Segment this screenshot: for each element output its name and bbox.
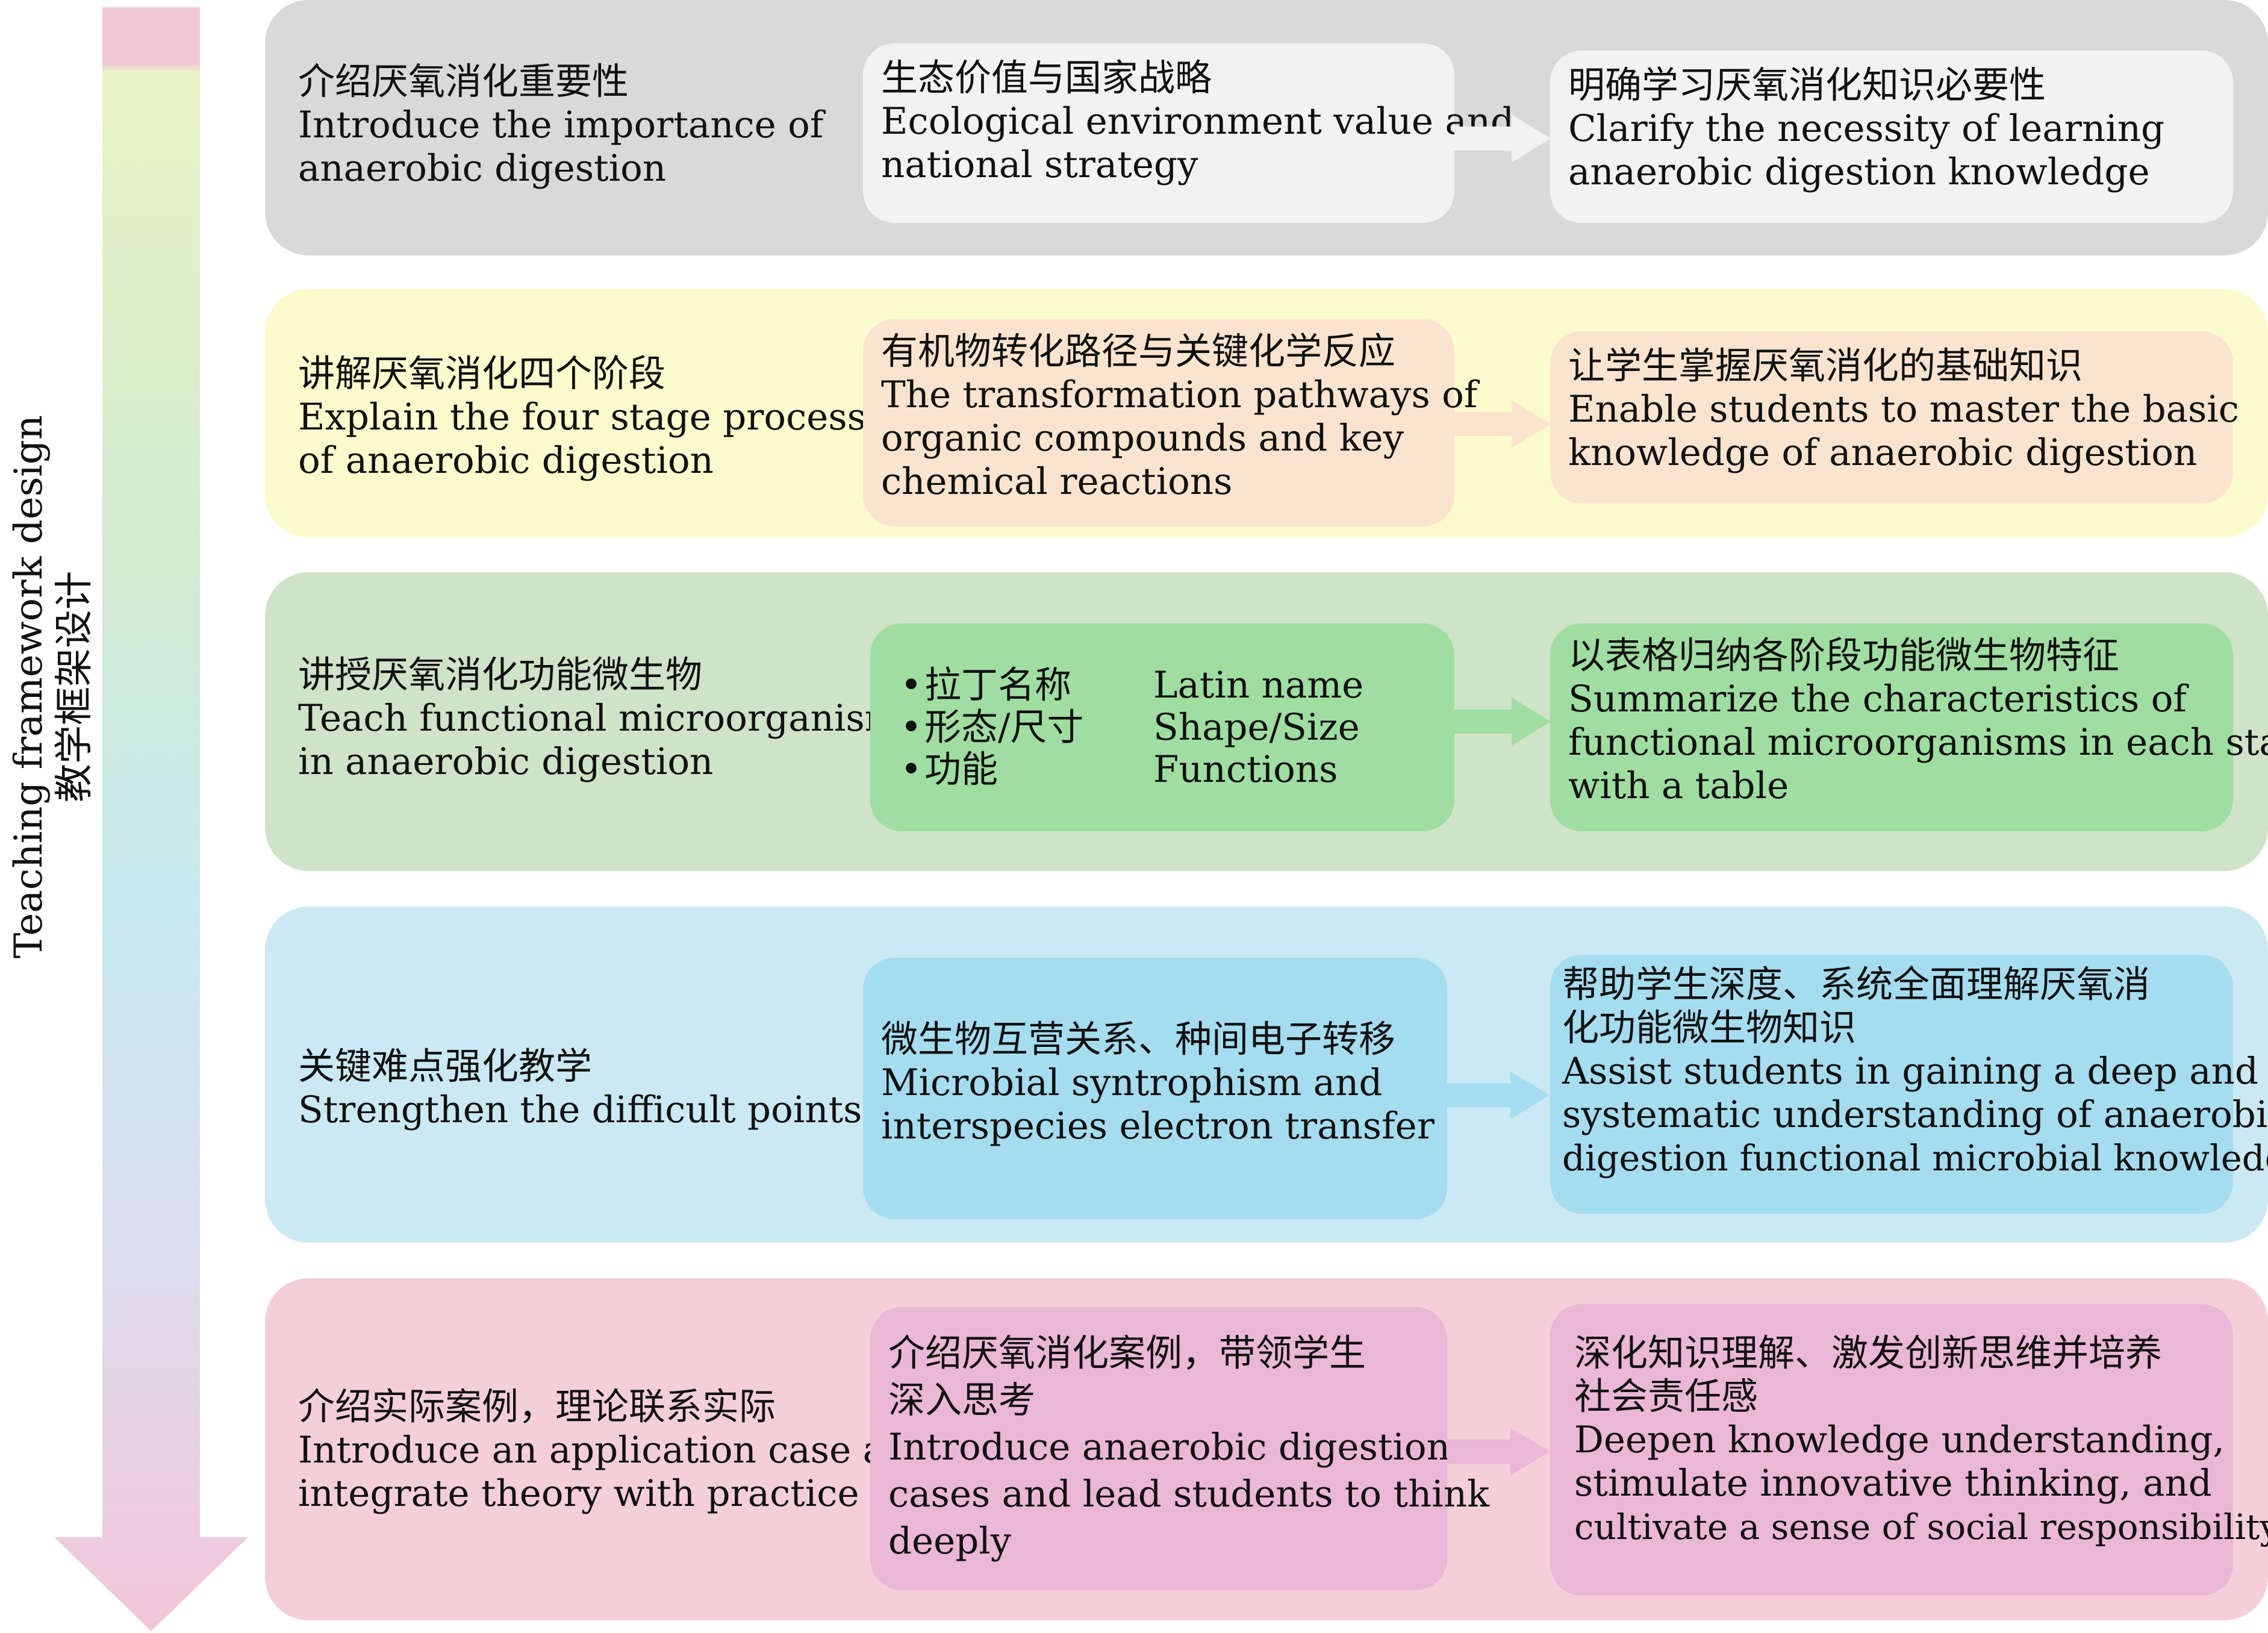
stage-3-label-en1: Teach functional microorganisms: [298, 697, 918, 740]
stage-5-content-en3: deeply: [888, 1520, 1012, 1563]
stage-2-label-en2: of anaerobic digestion: [298, 439, 714, 482]
stage-1-goal-box: 明确学习厌氧消化知识必要性 Clarify the necessity of l…: [1550, 51, 2233, 223]
stage-5-goal-en3: cultivate a sense of social responsibili…: [1574, 1507, 2268, 1547]
stage-1-content-box: 生态价值与国家战略 Ecological environment value a…: [863, 43, 1515, 223]
stage-3-content-box: • 拉丁名称 Latin name • 形态/尺寸 Shape/Size • 功…: [870, 623, 1454, 831]
stage-4-content-en1: Microbial syntrophism and: [881, 1061, 1383, 1104]
stage-4-goal-en3: digestion functional microbial knowledge: [1562, 1137, 2268, 1179]
stage-5-arrow-icon: [1447, 1428, 1550, 1476]
bullet-icon: •: [900, 706, 922, 749]
arrow-shape: [54, 7, 248, 1631]
stage-5-goal-en2: stimulate innovative thinking, and: [1574, 1462, 2212, 1505]
stage-4-label-en1: Strengthen the difficult points: [298, 1088, 862, 1131]
framework-label-en: Teaching framework design: [7, 414, 51, 959]
stage-3-goal-box: 以表格归纳各阶段功能微生物特征 Summarize the characteri…: [1550, 623, 2268, 831]
stage-2-content-zh: 有机物转化路径与关键化学反应: [881, 330, 1396, 373]
stage-5-content-zh1: 介绍厌氧消化案例，带领学生: [888, 1332, 1366, 1375]
stage-3-label-en2: in anaerobic digestion: [298, 740, 714, 783]
stage-4-label: 关键难点强化教学 Strengthen the difficult points: [298, 1045, 862, 1132]
stage-4-goal-zh1: 帮助学生深度、系统全面理解厌氧消: [1562, 963, 2151, 1006]
framework-label: Teaching framework design 教学框架设计: [6, 386, 98, 988]
list-item: • 功能 Functions: [900, 749, 1454, 791]
stage-2-label: 讲解厌氧消化四个阶段 Explain the four stage proces…: [298, 352, 906, 482]
stage-3-goal-en3: with a table: [1568, 764, 1789, 807]
stage-3-arrow-icon: [1454, 698, 1551, 746]
stage-5-label-en2: integrate theory with practice: [298, 1472, 859, 1515]
stage-1-goal-en2: anaerobic digestion knowledge: [1568, 151, 2150, 193]
stage-5-label: 介绍实际案例，理论联系实际 Introduce an application c…: [298, 1385, 932, 1516]
stage-4-goal-box: 帮助学生深度、系统全面理解厌氧消 化功能微生物知识 Assist student…: [1550, 955, 2268, 1214]
stage-5-content-zh2: 深入思考: [888, 1379, 1036, 1422]
stage-4-goal-en2: systematic understanding of anaerobic: [1562, 1093, 2268, 1136]
stage-2-label-zh: 讲解厌氧消化四个阶段: [298, 352, 666, 395]
stage-2-goal-zh: 让学生掌握厌氧消化的基础知识: [1568, 345, 2083, 387]
stage-3-goal-en1: Summarize the characteristics of: [1568, 678, 2187, 720]
list-item-zh: 功能: [924, 748, 998, 791]
stage-2-goal-en1: Enable students to master the basic: [1568, 388, 2239, 431]
stage-4-goal-zh2: 化功能微生物知识: [1562, 1007, 1857, 1049]
stage-5-label-en1: Introduce an application case and: [298, 1429, 932, 1472]
stage-1-goal-en1: Clarify the necessity of learning: [1568, 107, 2165, 150]
stage-4-content-zh: 微生物互营关系、种间电子转移: [881, 1018, 1396, 1061]
stage-5-goal-zh2: 社会责任感: [1574, 1375, 1759, 1418]
framework-label-zh: 教学框架设计: [52, 571, 97, 802]
stage-2-arrow-icon: [1454, 400, 1551, 448]
list-item-zh: 形态/尺寸: [924, 706, 1084, 749]
list-item-en: Functions: [1153, 748, 1338, 791]
stage-1-label: 介绍厌氧消化重要性 Introduce the importance of an…: [298, 60, 823, 190]
list-item-zh: 拉丁名称: [924, 664, 1072, 707]
stage-1-label-en2: anaerobic digestion: [298, 147, 667, 190]
stage-3-label: 讲授厌氧消化功能微生物 Teach functional microorgani…: [298, 654, 918, 784]
stage-2-goal-box: 让学生掌握厌氧消化的基础知识 Enable students to master…: [1550, 331, 2239, 504]
stage-4-content-box: 微生物互营关系、种间电子转移 Microbial syntrophism and…: [863, 958, 1447, 1219]
stage-3-goal-en2: functional microorganisms in each stage: [1568, 721, 2268, 764]
list-item-en: Latin name: [1153, 664, 1364, 707]
stage-1-content-en2: national strategy: [881, 143, 1198, 186]
stage-5-goal-zh1: 深化知识理解、激发创新思维并培养: [1574, 1332, 2163, 1375]
stage-5-content-box: 介绍厌氧消化案例，带领学生 深入思考 Introduce anaerobic d…: [870, 1307, 1490, 1590]
stage-1-arrow-icon: [1454, 114, 1551, 163]
stage-5-content-en2: cases and lead students to think: [888, 1473, 1490, 1516]
stage-2-content-en2: organic compounds and key: [881, 417, 1404, 460]
list-item: • 拉丁名称 Latin name: [900, 664, 1454, 707]
stage-1-label-en1: Introduce the importance of: [298, 104, 824, 146]
list-item-en: Shape/Size: [1153, 706, 1360, 749]
attribute-list: • 拉丁名称 Latin name • 形态/尺寸 Shape/Size • 功…: [900, 664, 1454, 791]
list-item: • 形态/尺寸 Shape/Size: [900, 707, 1454, 749]
stage-1-label-zh: 介绍厌氧消化重要性: [298, 60, 629, 103]
stage-4-content-en2: interspecies electron transfer: [881, 1105, 1435, 1147]
stage-4-arrow-icon: [1447, 1071, 1550, 1119]
stage-3-label-zh: 讲授厌氧消化功能微生物: [298, 654, 703, 696]
stage-4-label-zh: 关键难点强化教学: [298, 1045, 593, 1088]
stage-2-goal-en2: knowledge of anaerobic digestion: [1568, 431, 2198, 474]
stage-4-goal-en1: Assist students in gaining a deep and: [1562, 1050, 2258, 1093]
stage-1-goal-zh: 明确学习厌氧消化知识必要性: [1568, 64, 2046, 107]
stage-1-content-en1: Ecological environment value and: [881, 100, 1515, 143]
bullet-icon: •: [900, 748, 922, 791]
stage-2-content-en3: chemical reactions: [881, 460, 1233, 503]
stage-2-content-en1: The transformation pathways of: [881, 373, 1478, 416]
stage-2-label-en1: Explain the four stage processes: [298, 396, 907, 439]
stage-2-content-box: 有机物转化路径与关键化学反应 The transformation pathwa…: [863, 319, 1478, 526]
bullet-icon: •: [900, 664, 922, 707]
stage-5-goal-en1: Deepen knowledge understanding,: [1574, 1419, 2225, 1461]
stage-5-goal-box: 深化知识理解、激发创新思维并培养 社会责任感 Deepen knowledge …: [1550, 1304, 2268, 1596]
stage-5-content-en1: Introduce anaerobic digestion: [888, 1426, 1450, 1469]
stage-3-goal-zh: 以表格归纳各阶段功能微生物特征: [1568, 634, 2120, 677]
stage-1-content-zh: 生态价值与国家战略: [881, 57, 1212, 99]
stage-5-label-zh: 介绍实际案例，理论联系实际: [298, 1385, 776, 1428]
